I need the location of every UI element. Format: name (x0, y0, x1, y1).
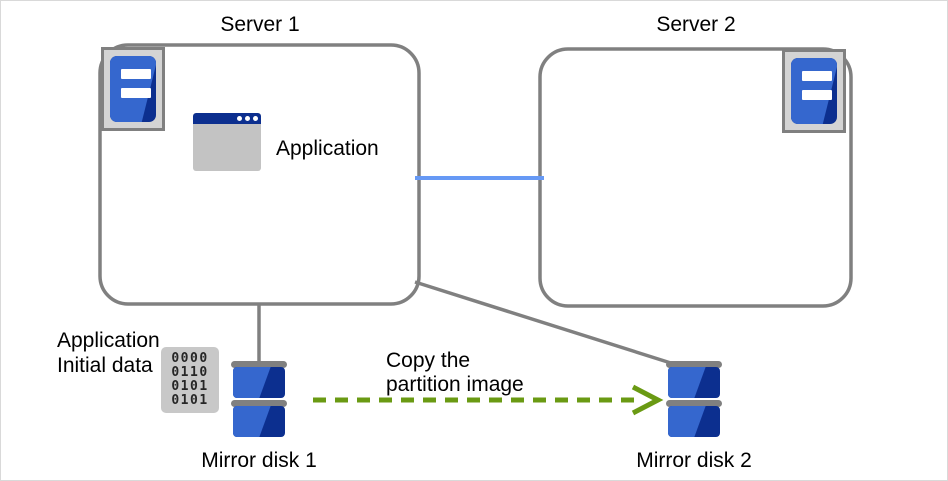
disk-bar-bottom (231, 400, 287, 407)
disk-bar-top (666, 361, 722, 368)
server2-title: Server 2 (656, 13, 736, 36)
disk-bar-top (231, 361, 287, 368)
mirror-disk-2-label: Mirror disk 2 (636, 449, 752, 472)
application-window-icon (193, 113, 261, 171)
copy-arrow-icon (313, 384, 664, 416)
server1-icon (101, 47, 165, 131)
disk-platter-top (668, 367, 720, 398)
server-icon-bar-top (121, 69, 151, 79)
server1-to-disk2-connector (414, 280, 675, 366)
copy-partition-label-line2: partition image (386, 373, 524, 396)
initial-data-label-line1: Application (57, 329, 160, 352)
binary-row: 0110 (171, 365, 209, 380)
mirror-disk-1-icon (231, 361, 287, 439)
server-icon-body (791, 58, 837, 124)
application-icon-dot-2 (245, 116, 250, 121)
disk-platter-gloss (233, 406, 271, 437)
binary-row: 0000 (171, 351, 209, 366)
disk-platter-bottom (233, 406, 285, 437)
disk-platter-gloss (668, 367, 706, 398)
copy-partition-label-line1: Copy the (386, 349, 471, 372)
mirror-disk-2-icon (666, 361, 722, 439)
disk-platter-gloss (233, 367, 271, 398)
server-icon-body (110, 56, 156, 122)
disk-platter-gloss (668, 406, 706, 437)
initial-data-label-line2: Initial data (57, 354, 153, 377)
binary-row: 0101 (171, 379, 209, 394)
disk-platter-bottom (668, 406, 720, 437)
application-icon-titlebar (193, 113, 261, 124)
application-label: Application (276, 137, 379, 160)
server-icon-bar-bottom (802, 90, 832, 100)
disk-bar-bottom (666, 400, 722, 407)
application-icon-dot-3 (253, 116, 258, 121)
mirror-disk-1-label: Mirror disk 1 (201, 449, 317, 472)
disk-platter-top (233, 367, 285, 398)
server2-icon (782, 49, 846, 133)
server1-title: Server 1 (220, 13, 300, 36)
server-icon-bar-bottom (121, 88, 151, 98)
binary-data-icon: 0000 0110 0101 0101 (161, 347, 219, 413)
binary-row: 0101 (171, 393, 209, 408)
application-icon-dot-1 (237, 116, 242, 121)
server-icon-bar-top (802, 71, 832, 81)
